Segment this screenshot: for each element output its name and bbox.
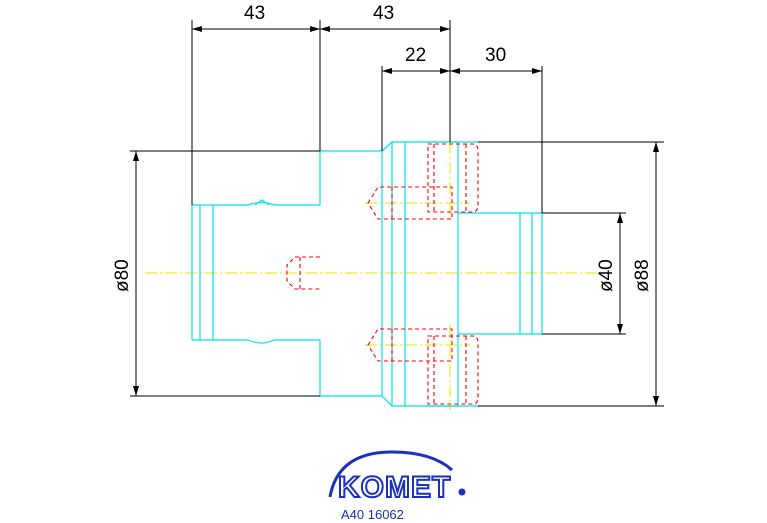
dimension-mid-right: 30 (485, 45, 506, 66)
dimension-mid-left: 22 (405, 45, 426, 66)
komet-logo: KOMET A40 16062 (328, 450, 466, 522)
dimension-top-left: 43 (244, 3, 265, 24)
logo-brand-text: KOMET (338, 471, 451, 504)
dimension-diameter-inner: ø40 (596, 259, 617, 292)
part-number: A40 16062 (341, 507, 404, 522)
dimension-lines (130, 20, 664, 407)
logo-arc (328, 450, 454, 498)
dimension-diameter-left: ø80 (112, 259, 133, 292)
hidden-screws (286, 143, 479, 405)
part-outline (191, 141, 543, 407)
logo-dot (458, 488, 466, 496)
dimension-top-right: 43 (373, 3, 394, 24)
dimension-diameter-outer: ø88 (632, 259, 653, 292)
